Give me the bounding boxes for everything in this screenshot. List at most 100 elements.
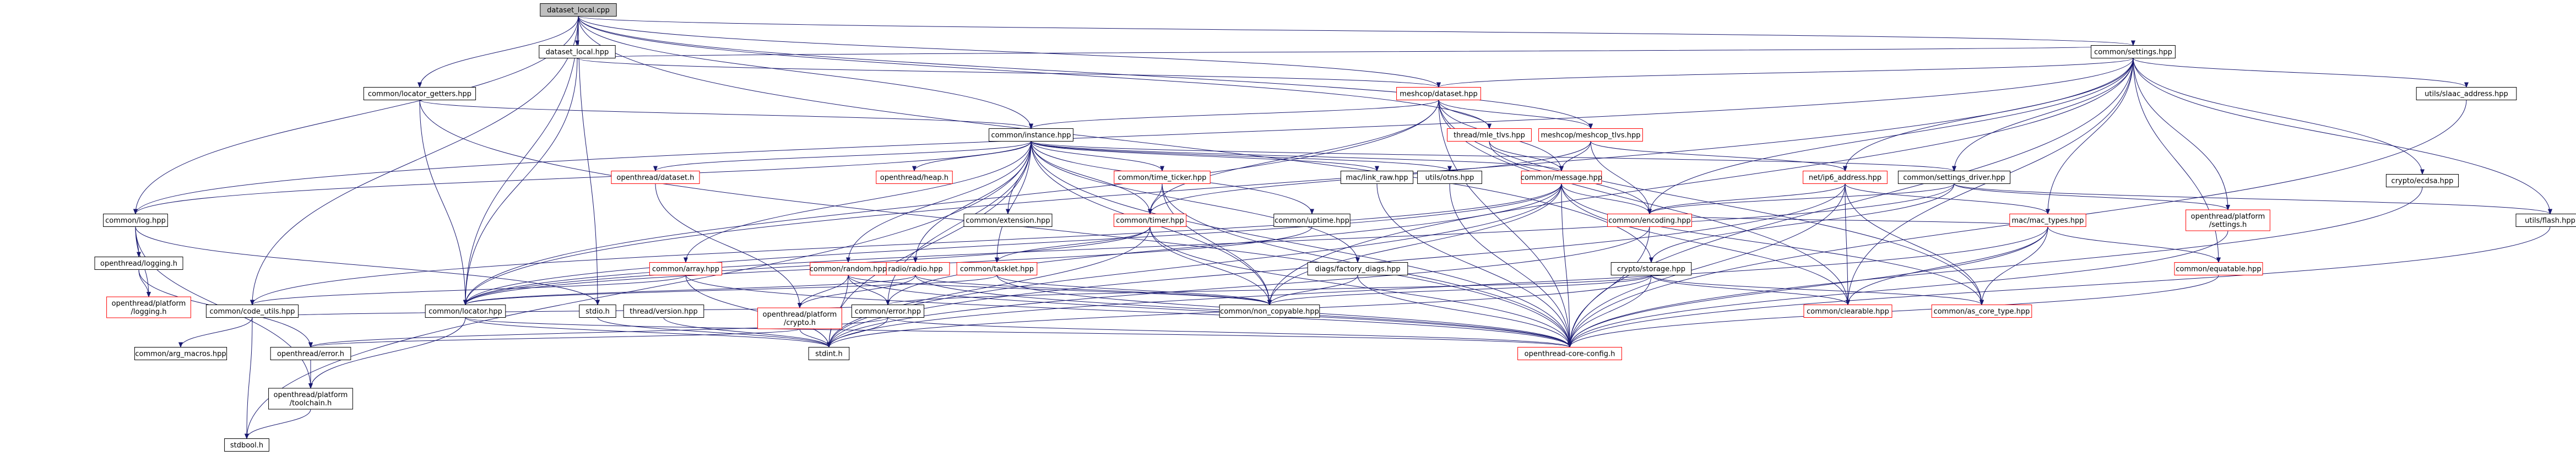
edge-settings-hpp-to-log-hpp: [133, 58, 2134, 215]
edge-message-hpp-to-non-copyable: [1267, 183, 1562, 306]
node-flash-hpp[interactable]: utils/flash.hpp: [2515, 214, 2576, 227]
node-equatable[interactable]: common/equatable.hpp: [2174, 262, 2263, 275]
node-array-hpp[interactable]: common/array.hpp: [649, 262, 723, 275]
edge-dataset-local-hpp-to-locator-hpp: [463, 58, 578, 306]
node-box: [989, 128, 1073, 142]
edge-instance-hpp-to-ot-dataset-h: [653, 141, 1032, 172]
node-storage-hpp[interactable]: crypto/storage.hpp: [1610, 262, 1692, 275]
node-version-hpp[interactable]: thread/version.hpp: [623, 305, 704, 318]
node-toolchain-h[interactable]: openthread/platform/toolchain.h: [268, 388, 353, 410]
node-as-core-type[interactable]: common/as_core_type.hpp: [1931, 305, 2032, 318]
node-error-hpp[interactable]: common/error.hpp: [851, 305, 925, 318]
node-arg-macros[interactable]: common/arg_macros.hpp: [134, 347, 227, 360]
node-ot-dataset-h[interactable]: openthread/dataset.h: [611, 171, 700, 184]
node-random-hpp[interactable]: common/random.hpp: [810, 262, 887, 275]
node-label: common/locator.hpp: [429, 308, 502, 316]
node-box: [1610, 262, 1692, 275]
node-extension-hpp[interactable]: common/extension.hpp: [963, 214, 1053, 227]
node-non-copyable[interactable]: common/non_copyable.hpp: [1219, 305, 1320, 318]
node-label: common/as_core_type.hpp: [1934, 308, 2030, 316]
node-ip6-address[interactable]: net/ip6_address.hpp: [1803, 171, 1888, 184]
edge-settings-hpp-to-platform-settings: [2133, 58, 2230, 210]
edge-array-hpp-to-stdint-h: [685, 275, 831, 348]
edge-timer-hpp-to-core-config: [1149, 226, 1572, 348]
edge-message-hpp-to-as-core-type: [1561, 183, 1984, 306]
node-otns-hpp[interactable]: utils/otns.hpp: [1417, 171, 1482, 184]
node-ecdsa[interactable]: crypto/ecdsa.hpp: [2385, 174, 2459, 187]
node-encoding-hpp[interactable]: common/encoding.hpp: [1607, 214, 1692, 227]
node-box: [1219, 305, 1320, 318]
edge-array-hpp-to-core-config: [685, 275, 1572, 348]
node-box: [540, 3, 617, 17]
edge-mac-types-to-stdint-h: [827, 226, 2048, 348]
node-uptime-hpp[interactable]: common/uptime.hpp: [1273, 214, 1351, 227]
edge-ip6-address-to-encoding-hpp: [1647, 183, 1846, 215]
node-time-ticker[interactable]: common/time_ticker.hpp: [1114, 171, 1211, 184]
node-label: common/random.hpp: [810, 265, 887, 274]
edge-meshcop-dataset-to-mle-tlvs: [1438, 100, 1492, 129]
edge-dataset-local-cpp-to-log-hpp: [133, 16, 579, 215]
edge-instance-hpp-to-time-ticker: [1031, 141, 1164, 172]
node-error-h[interactable]: openthread/error.h: [270, 347, 351, 360]
edge-instance-hpp-to-settings-driver: [1031, 141, 1956, 172]
edge-flash-hpp-to-core-config: [1568, 226, 2551, 348]
edge-dataset-local-hpp-to-settings-hpp: [577, 45, 2134, 58]
node-box: [539, 45, 616, 58]
edge-random-hpp-to-core-config: [848, 275, 1572, 348]
node-stdio-h[interactable]: stdio.h: [579, 305, 616, 318]
node-box: [1307, 262, 1408, 275]
edge-message-hpp-to-locator-hpp: [463, 183, 1562, 306]
node-mle-tlvs[interactable]: thread/mle_tlvs.hpp: [1447, 128, 1532, 142]
edge-settings-hpp-to-mac-types: [2046, 58, 2134, 215]
node-factory-diags[interactable]: diags/factory_diags.hpp: [1307, 262, 1408, 275]
node-mac-types[interactable]: mac/mac_types.hpp: [2009, 214, 2086, 227]
node-radio-hpp[interactable]: radio/radio.hpp: [881, 262, 950, 275]
node-label: common/settings_driver.hpp: [1903, 174, 2005, 182]
node-logging-h[interactable]: openthread/logging.h: [94, 257, 183, 270]
node-box: [876, 171, 953, 184]
node-meshcop-tlvs[interactable]: meshcop/meshcop_tlvs.hpp: [1538, 128, 1643, 142]
node-locator-hpp[interactable]: common/locator.hpp: [425, 305, 506, 318]
node-message-hpp[interactable]: common/message.hpp: [1521, 171, 1602, 184]
edge-tasklet-hpp-to-locator-hpp: [463, 275, 997, 306]
node-link-raw[interactable]: mac/link_raw.hpp: [1340, 171, 1414, 184]
node-heap-h[interactable]: openthread/heap.h: [876, 171, 953, 184]
node-stdint-h[interactable]: stdint.h: [808, 347, 850, 360]
node-stdbool-h[interactable]: stdbool.h: [224, 438, 269, 452]
node-locator-getters[interactable]: common/locator_getters.hpp: [363, 87, 476, 100]
node-core-config[interactable]: openthread-core-config.h: [1517, 347, 1622, 360]
edge-meshcop-dataset-to-meshcop-tlvs: [1438, 100, 1593, 129]
node-slaac-address[interactable]: utils/slaac_address.hpp: [2416, 87, 2517, 100]
node-box: [2385, 174, 2459, 187]
node-timer-hpp[interactable]: common/timer.hpp: [1113, 214, 1187, 227]
node-label: openthread/platform/settings.h: [2191, 213, 2265, 229]
edge-dataset-local-cpp-to-mle-tlvs: [578, 16, 1492, 129]
edge-instance-hpp-to-random-hpp: [846, 141, 1032, 263]
node-platform-settings[interactable]: openthread/platform/settings.h: [2185, 209, 2270, 231]
edge-link-raw-to-core-config: [1376, 183, 1572, 348]
node-box: [1114, 171, 1211, 184]
node-clearable[interactable]: common/clearable.hpp: [1803, 305, 1892, 318]
node-box: [363, 87, 476, 100]
node-instance-hpp[interactable]: common/instance.hpp: [989, 128, 1073, 142]
edge-time-ticker-to-timer-hpp: [1148, 183, 1163, 215]
node-dataset-local-hpp[interactable]: dataset_local.hpp: [539, 45, 616, 58]
node-log-hpp[interactable]: common/log.hpp: [103, 214, 168, 227]
node-code-utils[interactable]: common/code_utils.hpp: [205, 305, 299, 318]
edge-timer-hpp-to-stdint-h: [827, 226, 1151, 348]
node-platform-crypto[interactable]: openthread/platform/crypto.h: [757, 307, 842, 329]
node-box: [1538, 128, 1643, 142]
node-meshcop-dataset[interactable]: meshcop/dataset.hpp: [1396, 87, 1481, 100]
edge-ip6-address-to-clearable: [1845, 183, 1850, 306]
node-box: [1521, 171, 1602, 184]
node-box: [1396, 87, 1481, 100]
edge-settings-hpp-to-slaac-address: [2133, 58, 2469, 88]
node-platform-logging[interactable]: openthread/platform/logging.h: [106, 296, 191, 318]
node-tasklet-hpp[interactable]: common/tasklet.hpp: [956, 262, 1038, 275]
edge-dataset-local-cpp-to-stdio-h: [578, 16, 600, 306]
node-settings-driver[interactable]: common/settings_driver.hpp: [1897, 171, 2011, 184]
edge-dataset-local-hpp-to-meshcop-dataset: [577, 58, 1441, 88]
edge-mac-types-to-equatable: [2047, 226, 2221, 263]
node-settings-hpp[interactable]: common/settings.hpp: [2091, 45, 2176, 58]
edge-ot-dataset-h-to-platform-crypto: [655, 183, 802, 308]
